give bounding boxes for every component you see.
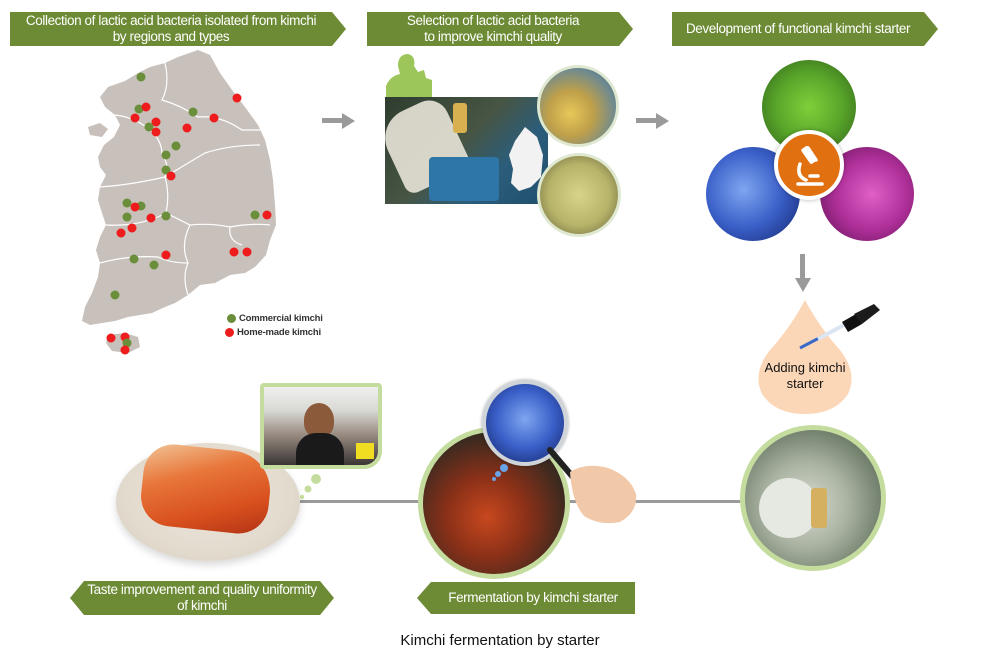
dropper-icon	[799, 304, 880, 350]
homemade-marker	[151, 127, 161, 137]
commercial-marker	[122, 338, 132, 348]
step1-banner: Collection of lactic acid bacteria isola…	[10, 12, 346, 46]
commercial-marker	[161, 150, 171, 160]
commercial-marker	[144, 122, 154, 132]
tasting-photo	[260, 383, 382, 469]
homemade-marker	[161, 250, 171, 260]
step5-banner: Fermentation by kimchi starter	[417, 582, 635, 614]
homemade-marker	[166, 171, 176, 181]
step4-label: Adding kimchi starter	[764, 360, 846, 391]
mainland	[82, 50, 276, 325]
step2-label: Selection of lactic acid bacteria to imp…	[406, 13, 580, 44]
arrow-right-icon	[322, 113, 355, 129]
homemade-marker	[106, 333, 116, 343]
step3-banner: Development of functional kimchi starter	[672, 12, 938, 46]
legend-homemade: Home-made kimchi	[225, 327, 321, 338]
homemade-marker	[146, 213, 156, 223]
commercial-marker	[110, 290, 120, 300]
step3-label: Development of functional kimchi starter	[685, 21, 911, 36]
map-markers	[106, 72, 272, 355]
commercial-marker	[188, 107, 198, 117]
arrow-right-icon	[636, 113, 669, 129]
arrow-down-icon	[795, 254, 811, 292]
commercial-marker	[129, 254, 139, 264]
commercial-marker	[122, 198, 132, 208]
thought-bubbles-icon	[299, 474, 321, 500]
homemade-marker	[116, 228, 126, 238]
korea-map	[82, 50, 276, 355]
colony-plate-photo	[537, 153, 621, 237]
commercial-marker	[136, 72, 146, 82]
figure-caption: Kimchi fermentation by starter	[400, 632, 600, 649]
commercial-marker	[171, 141, 181, 151]
drop-shape	[758, 300, 852, 414]
homemade-marker	[209, 113, 219, 123]
pipette-photo	[740, 425, 886, 571]
homemade-marker	[151, 117, 161, 127]
legend-commercial: Commercial kimchi	[227, 313, 323, 324]
commercial-marker	[250, 210, 260, 220]
homemade-marker	[120, 345, 130, 355]
magnifying-glass-icon	[547, 447, 637, 524]
homemade-marker	[130, 202, 140, 212]
legend-homemade-label: Home-made kimchi	[237, 327, 321, 338]
homemade-marker	[232, 93, 242, 103]
step2-banner: Selection of lactic acid bacteria to imp…	[367, 12, 633, 46]
homemade-marker	[229, 247, 239, 257]
homemade-marker	[141, 102, 151, 112]
commercial-marker	[161, 165, 171, 175]
scientist-icon	[386, 54, 432, 98]
bubbles-icon	[492, 464, 508, 481]
magnified-bacteria-image	[482, 380, 568, 466]
korea-silhouette-icon	[509, 127, 543, 191]
step5-label: Fermentation by kimchi starter	[448, 590, 618, 605]
homemade-marker	[130, 113, 140, 123]
petri-dish-photo	[537, 65, 619, 147]
step6-label: Taste improvement and quality uniformity…	[87, 582, 317, 613]
homemade-marker	[262, 210, 272, 220]
commercial-marker	[134, 104, 144, 114]
commercial-marker	[161, 211, 171, 221]
legend-commercial-label: Commercial kimchi	[239, 313, 323, 324]
homemade-dot-icon	[225, 328, 234, 337]
homemade-marker	[182, 123, 192, 133]
microscope-badge	[774, 130, 844, 200]
lab-photo	[375, 93, 548, 204]
commercial-marker	[149, 260, 159, 270]
step6-banner: Taste improvement and quality uniformity…	[70, 581, 334, 615]
homemade-marker	[127, 223, 137, 233]
microscope-icon	[796, 146, 824, 186]
commercial-dot-icon	[227, 314, 236, 323]
step1-label: Collection of lactic acid bacteria isola…	[25, 13, 317, 44]
homemade-marker	[242, 247, 252, 257]
commercial-marker	[122, 212, 132, 222]
